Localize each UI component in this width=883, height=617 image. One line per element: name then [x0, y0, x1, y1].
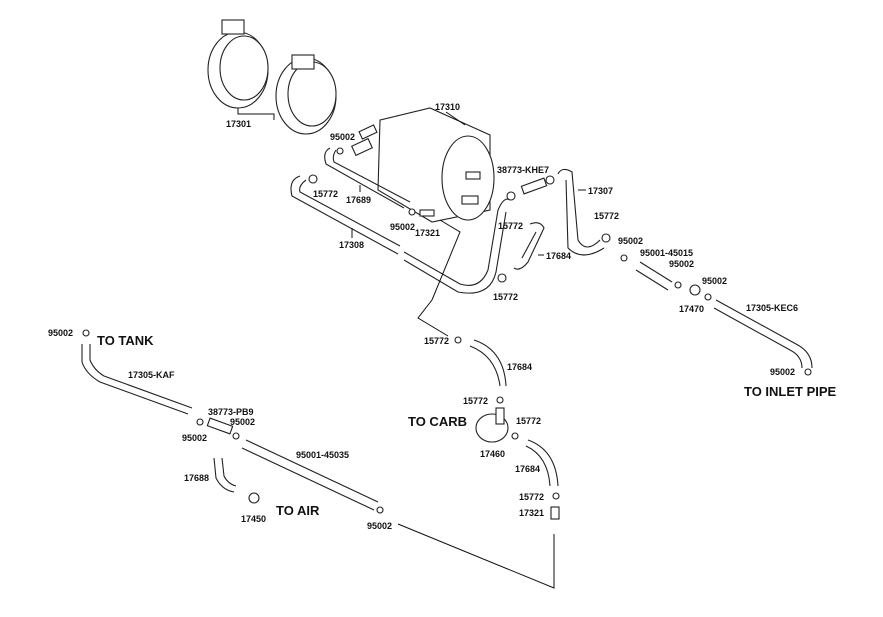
clip-icon	[376, 506, 384, 514]
label-95002-inlet: 95002	[770, 367, 795, 377]
joint-17321-low	[550, 506, 560, 520]
clamp-icon	[454, 336, 462, 344]
hose-17684-top	[513, 222, 545, 270]
label-95002-f: 95002	[618, 236, 643, 246]
label-15772-carb-mid: 15772	[463, 396, 488, 406]
label-17301: 17301	[226, 119, 251, 129]
hose-17688	[213, 457, 237, 493]
label-15772-carb-right: 15772	[516, 416, 541, 426]
tube-95001-45035	[241, 439, 379, 511]
joint-38773-khe7	[520, 177, 548, 195]
label-95002-i: 95002	[182, 433, 207, 443]
label-95002-g: 95002	[669, 259, 694, 269]
leader-17301	[237, 108, 275, 120]
label-15772-c: 15772	[498, 221, 523, 231]
label-15772-d: 15772	[594, 211, 619, 221]
leader-17310	[445, 111, 466, 126]
clip-icon	[620, 254, 628, 262]
band-clamp-right	[275, 54, 337, 135]
clamp-icon	[497, 273, 507, 283]
valve-17460	[475, 407, 509, 443]
label-17684-top: 17684	[546, 251, 571, 261]
label-15772-low: 15772	[519, 492, 544, 502]
direction-to-tank: TO TANK	[97, 333, 154, 348]
clamp-icon	[545, 175, 555, 185]
label-95001-45015: 95001-45015	[640, 248, 693, 258]
label-38773-khe7: 38773-KHE7	[497, 165, 549, 175]
valve-17450	[248, 492, 260, 504]
clip-icon	[674, 281, 682, 289]
valve-17470	[689, 284, 701, 296]
label-17689: 17689	[346, 195, 371, 205]
clamp-icon	[496, 396, 504, 404]
label-95002-k: 95002	[367, 521, 392, 531]
hose-17684-low	[525, 439, 559, 487]
label-17684-mid: 17684	[507, 362, 532, 372]
label-17460: 17460	[480, 449, 505, 459]
tube-95001-45015	[635, 261, 673, 291]
label-17305-kec6: 17305-KEC6	[746, 303, 798, 313]
label-17450: 17450	[241, 514, 266, 524]
label-95002-h: 95002	[702, 276, 727, 286]
label-95002-top: 95002	[330, 132, 355, 142]
label-95002-tank: 95002	[48, 328, 73, 338]
label-15772-a: 15772	[313, 189, 338, 199]
clamp-icon	[601, 233, 611, 243]
hose-17305-kaf	[81, 344, 189, 415]
clip-icon	[704, 293, 712, 301]
clip-icon	[196, 418, 204, 426]
label-17470: 17470	[679, 304, 704, 314]
label-17307: 17307	[588, 186, 613, 196]
clamp-icon	[506, 191, 516, 201]
hose-17307	[557, 168, 601, 248]
hose-17305-kec6	[715, 299, 813, 369]
label-17310: 17310	[435, 102, 460, 112]
label-95002-j: 95002	[230, 417, 255, 427]
direction-to-carb: TO CARB	[408, 414, 467, 429]
clamp-icon	[552, 492, 560, 500]
direction-to-air: TO AIR	[276, 503, 320, 518]
joint-17321	[419, 209, 435, 217]
band-clamp-left	[207, 19, 269, 109]
clamp-icon	[511, 432, 519, 440]
label-38773-pb9: 38773-PB9	[208, 407, 254, 417]
label-17321-b: 17321	[415, 228, 440, 238]
label-17321-low: 17321	[519, 508, 544, 518]
joint-38773-pb9	[206, 417, 234, 435]
clip-icon	[336, 147, 344, 155]
label-17684-low: 17684	[515, 464, 540, 474]
hose-17308	[290, 175, 399, 255]
hose-17689	[324, 147, 405, 209]
label-95002-b: 95002	[390, 222, 415, 232]
clip-icon	[232, 432, 240, 440]
label-17305-kaf: 17305-KAF	[128, 370, 175, 380]
clip-icon	[408, 208, 416, 216]
hose-17684-mid	[469, 339, 507, 387]
label-15772-carb-top: 15772	[424, 336, 449, 346]
clip-icon	[804, 368, 812, 376]
label-17308: 17308	[339, 240, 364, 250]
label-15772-e: 15772	[493, 292, 518, 302]
direction-to-inlet-pipe: TO INLET PIPE	[744, 384, 837, 399]
leader-line	[417, 219, 461, 337]
clip-icon	[82, 329, 90, 337]
clamp-icon	[308, 174, 318, 184]
canister	[350, 107, 495, 223]
label-17688: 17688	[184, 473, 209, 483]
leader-line	[397, 523, 555, 589]
label-95001-45035: 95001-45035	[296, 450, 349, 460]
